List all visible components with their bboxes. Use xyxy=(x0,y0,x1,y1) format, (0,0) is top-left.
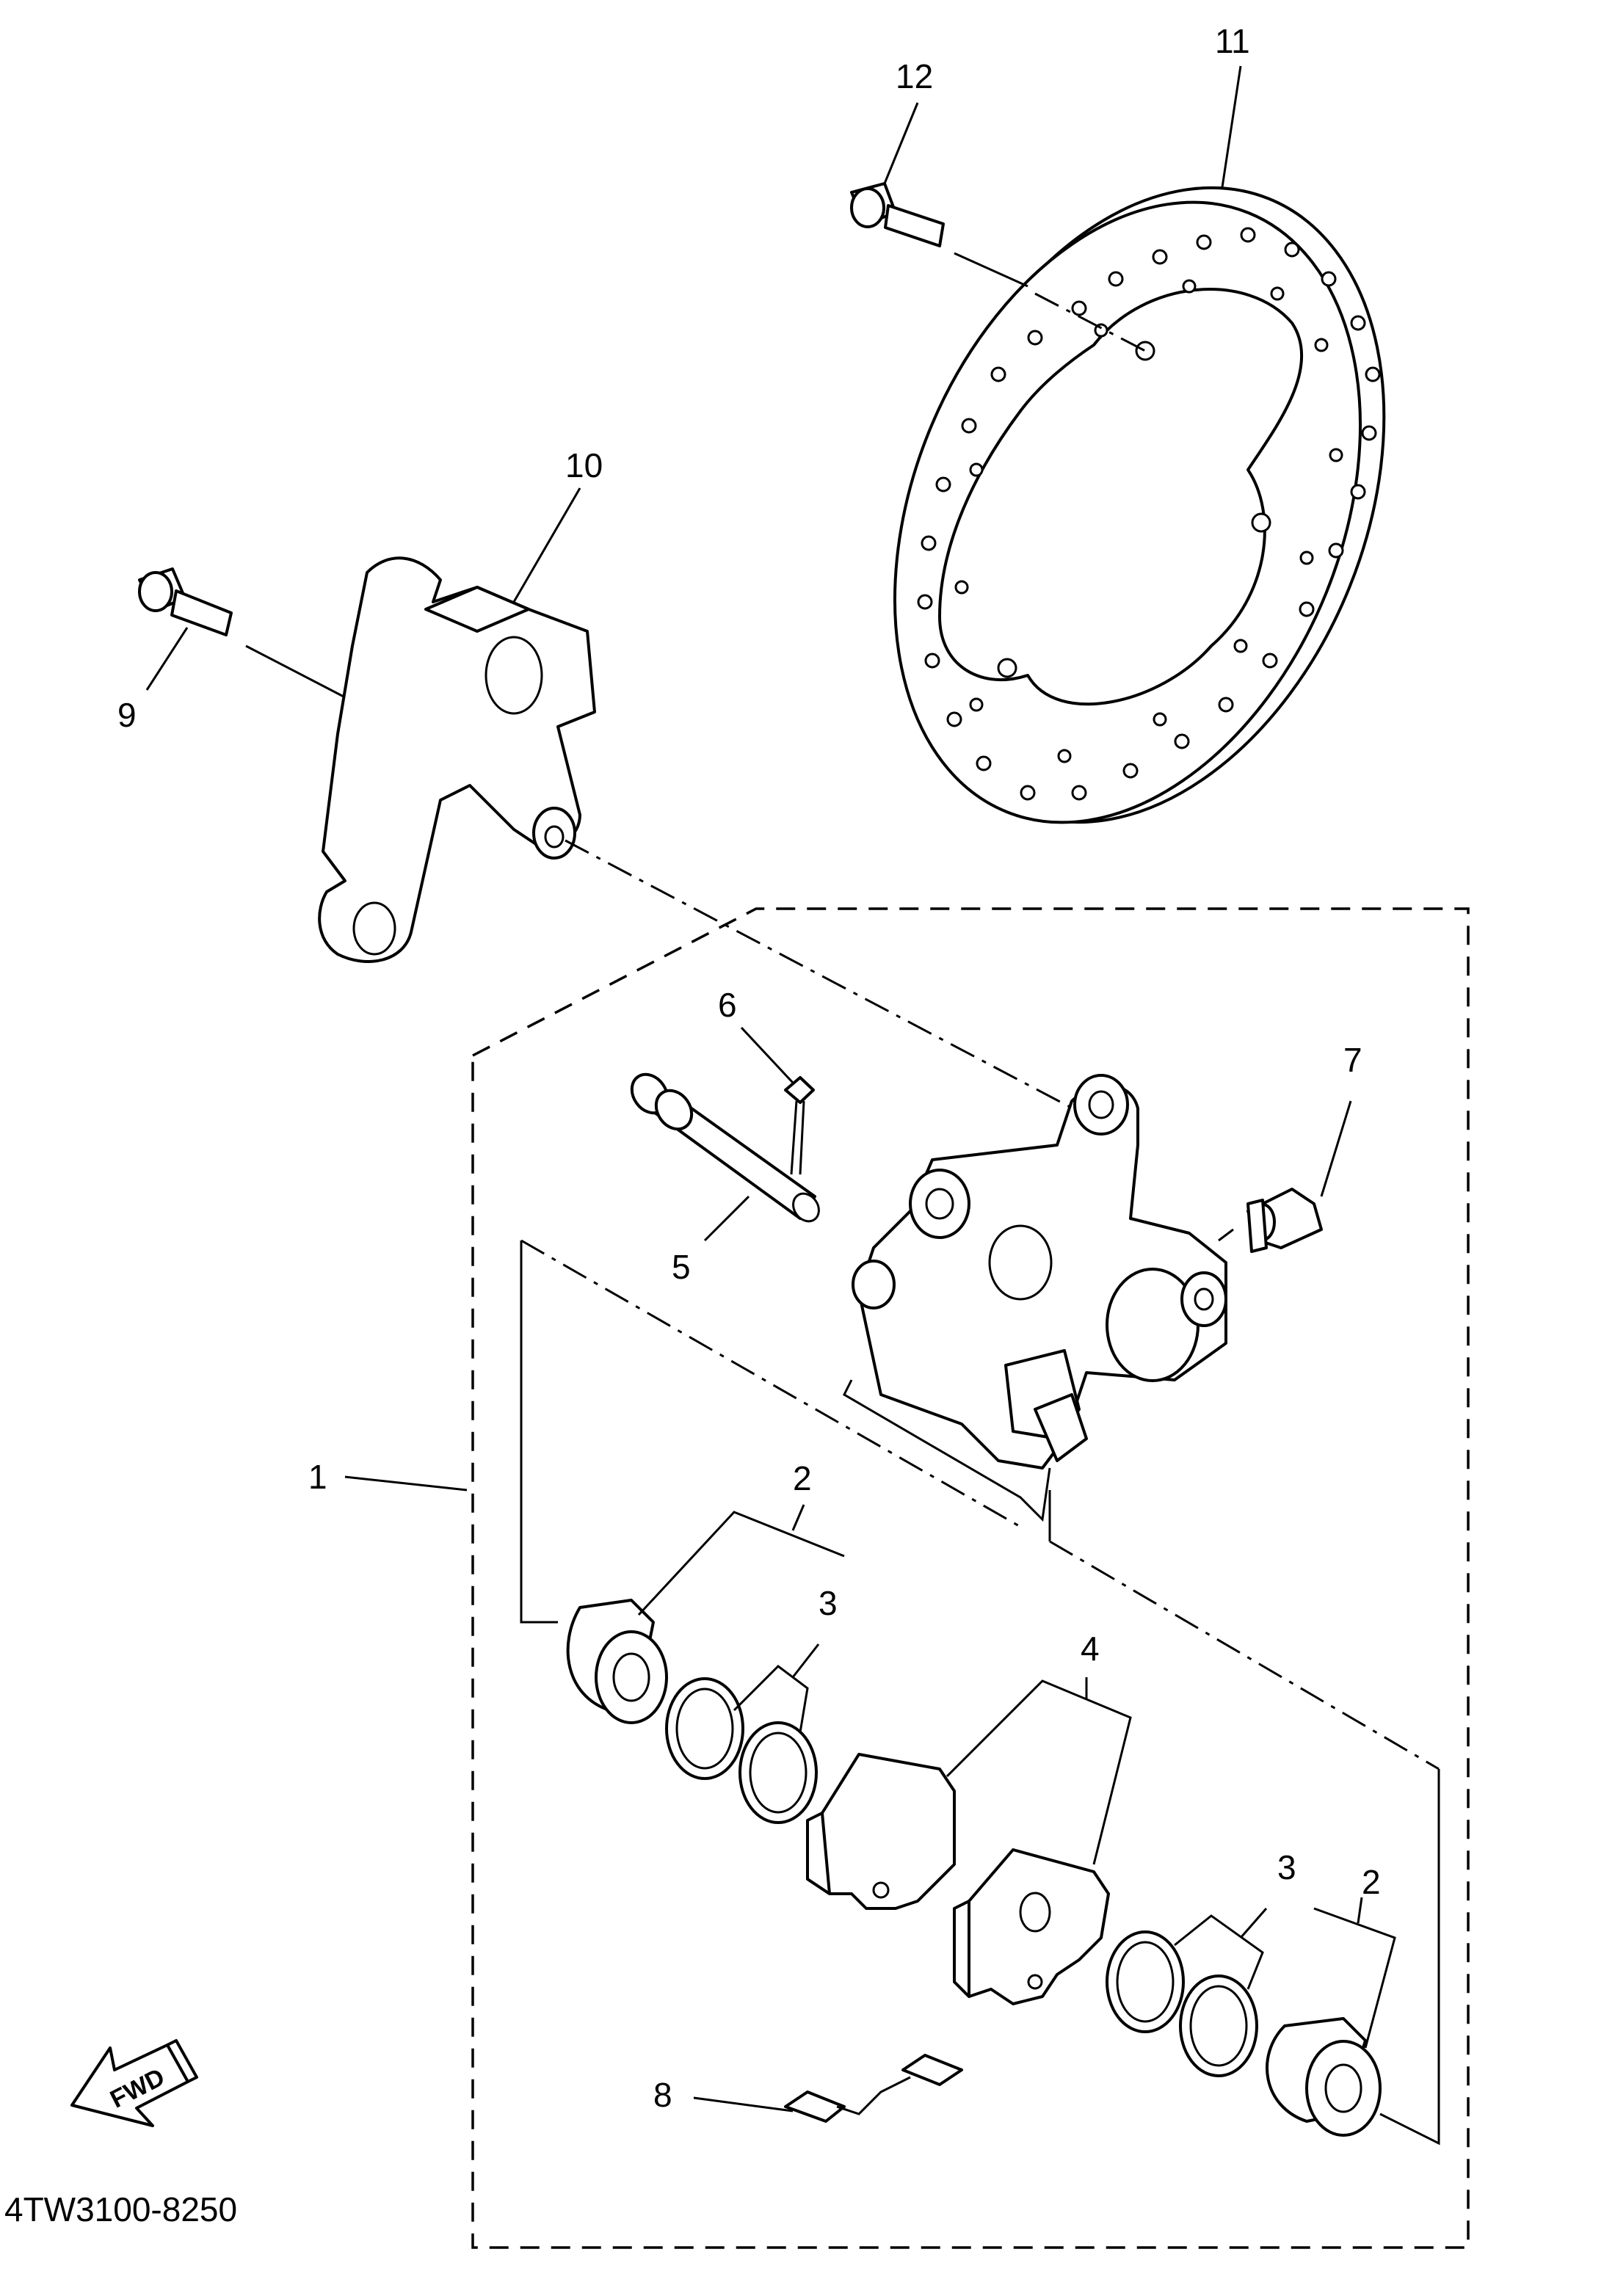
leader-12 xyxy=(883,102,919,184)
disc-vent-holes xyxy=(917,227,1381,801)
callout-4: 4 xyxy=(1081,1630,1100,1668)
piston-right xyxy=(1266,2017,1382,2137)
leader-1 xyxy=(344,1475,468,1492)
caliper-bracket xyxy=(318,556,596,963)
clip xyxy=(784,1076,815,1175)
leader-8 xyxy=(693,2096,794,2112)
brake-pad-left xyxy=(806,1753,956,1910)
brake-pad-right xyxy=(953,1848,1110,2005)
callout-10: 10 xyxy=(565,446,603,484)
fwd-arrow-icon: FWD xyxy=(70,2039,198,2127)
leader-11 xyxy=(1221,65,1242,188)
bracket-bolt xyxy=(138,567,233,636)
callout-2a: 2 xyxy=(793,1459,812,1497)
caliper-assembly-boundary xyxy=(471,907,1470,2249)
leader-5 xyxy=(703,1195,750,1242)
leader-4 xyxy=(946,1679,1132,1865)
piston-left xyxy=(566,1599,668,1724)
callout-2b: 2 xyxy=(1362,1863,1381,1901)
diagram-code: 4TW3100-8250 xyxy=(4,2190,237,2228)
disc-bolt-axis xyxy=(954,252,1028,288)
piston-seals-right xyxy=(1106,1930,1258,2077)
pad-spring xyxy=(784,2054,963,2123)
pad-pin xyxy=(630,1072,820,1223)
bleed-screw xyxy=(1246,1188,1323,1253)
callout-8: 8 xyxy=(653,2076,672,2114)
callout-9: 9 xyxy=(117,696,137,734)
callout-5: 5 xyxy=(672,1248,691,1286)
callout-3b: 3 xyxy=(1277,1848,1296,1886)
piston-seals-left xyxy=(665,1677,818,1824)
leader-10 xyxy=(512,487,581,603)
callout-6: 6 xyxy=(718,986,737,1024)
leader-7 xyxy=(1320,1100,1352,1197)
callout-11: 11 xyxy=(1215,22,1250,60)
callout-3a: 3 xyxy=(819,1584,838,1622)
caliper-body xyxy=(843,1074,1227,1522)
leader-2b xyxy=(1313,1907,1396,2049)
callout-1: 1 xyxy=(308,1458,327,1496)
leader-9 xyxy=(145,627,189,691)
callout-12: 12 xyxy=(896,57,933,95)
callout-7: 7 xyxy=(1343,1041,1362,1079)
leader-6 xyxy=(740,1026,794,1084)
brake-disc xyxy=(893,186,1386,824)
leader-3b xyxy=(1174,1914,1264,1990)
leader-2a xyxy=(637,1511,845,1616)
disc-bolt xyxy=(850,182,945,247)
